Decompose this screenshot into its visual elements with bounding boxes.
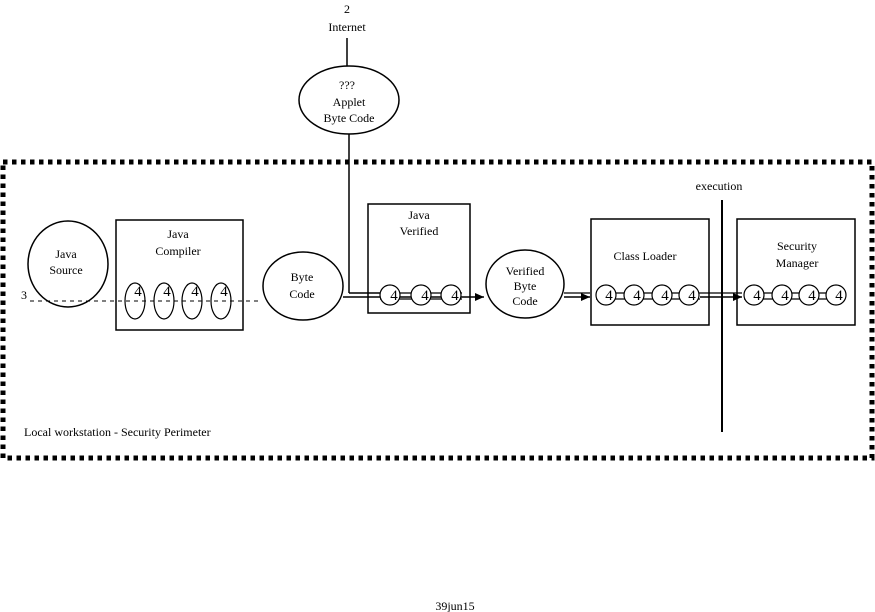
byte-code-line-2: Code <box>289 287 314 301</box>
verifier-token-group: 4 4 4 <box>379 284 462 306</box>
byte-code-line-1: Byte <box>291 270 314 284</box>
applet-label-line-2: Applet <box>333 95 366 109</box>
java-compiler-box <box>115 219 244 331</box>
security-manager-token-label: 4 <box>753 288 761 304</box>
verifier-token-label: 4 <box>390 288 398 304</box>
internet-number: 2 <box>344 2 350 16</box>
java-verified-line-2: Verified <box>400 224 439 238</box>
classloader-token <box>651 284 673 306</box>
java-compiler-line-2: Compiler <box>155 244 200 258</box>
security-manager-token <box>743 284 765 306</box>
java-verified-line-1: Java <box>408 208 430 222</box>
compiler-token-label: 4 <box>134 284 142 300</box>
security-manager-token-label: 4 <box>835 288 843 304</box>
java-source-node <box>27 220 109 308</box>
security-manager-token <box>825 284 847 306</box>
verifier-token-label: 4 <box>421 288 429 304</box>
classloader-token <box>678 284 700 306</box>
security-manager-token <box>798 284 820 306</box>
footer-id: 39jun15 <box>435 599 474 612</box>
applet-label-line-1: ??? <box>339 78 355 92</box>
verified-byte-code-node <box>485 249 565 319</box>
class-loader-box <box>590 218 710 326</box>
classloader-token-label: 4 <box>661 288 669 304</box>
security-manager-token <box>771 284 793 306</box>
classloader-token-label: 4 <box>633 288 641 304</box>
execution-label: execution <box>696 179 743 193</box>
verifier-token <box>440 284 462 306</box>
verified-byte-code-line-1: Verified <box>506 264 545 278</box>
compiler-token <box>124 282 146 320</box>
java-source-line-1: Java <box>55 247 77 261</box>
applet-label-line-3: Byte Code <box>324 111 375 125</box>
compiler-token-group: 4 4 4 4 <box>124 282 232 320</box>
security-manager-token-label: 4 <box>808 288 816 304</box>
byte-code-node <box>262 251 344 321</box>
internet-label: Internet <box>328 20 366 34</box>
security-manager-line-2: Manager <box>776 256 819 270</box>
security-manager-line-1: Security <box>777 239 817 253</box>
compiler-token-label: 4 <box>220 284 228 300</box>
compiler-token <box>210 282 232 320</box>
compiler-token <box>153 282 175 320</box>
classloader-token-label: 4 <box>688 288 696 304</box>
class-loader-label: Class Loader <box>614 249 677 263</box>
security-manager-token-group: 4 4 4 4 <box>743 284 847 306</box>
security-perimeter <box>0 159 875 461</box>
verifier-token-label: 4 <box>451 288 459 304</box>
security-manager-token-label: 4 <box>781 288 789 304</box>
verifier-token <box>410 284 432 306</box>
verifier-token <box>379 284 401 306</box>
java-source-line-2: Source <box>49 263 82 277</box>
verified-byte-code-line-2: Byte <box>514 279 537 293</box>
compiler-token <box>181 282 203 320</box>
verified-byte-code-line-3: Code <box>512 294 537 308</box>
compiler-token-label: 4 <box>163 284 171 300</box>
security-manager-box <box>736 218 856 326</box>
java-compiler-line-1: Java <box>167 227 189 241</box>
compiler-token-label: 4 <box>191 284 199 300</box>
classloader-token <box>623 284 645 306</box>
classloader-token <box>595 284 617 306</box>
classloader-token-label: 4 <box>605 288 613 304</box>
perimeter-label: Local workstation - Security Perimeter <box>24 425 211 439</box>
flow-number: 3 <box>21 288 27 302</box>
classloader-token-group: 4 4 4 4 <box>595 284 700 306</box>
